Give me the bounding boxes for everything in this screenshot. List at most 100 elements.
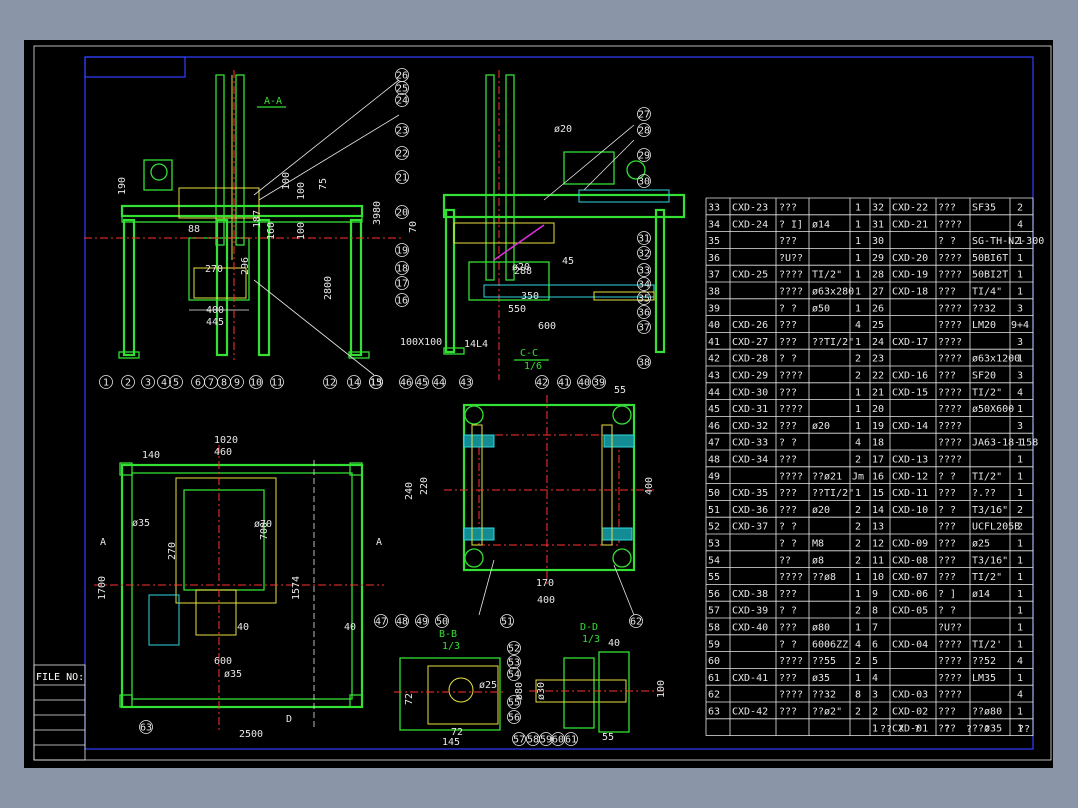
balloon-label-aa-14: 13 (370, 378, 382, 389)
dim-plan-8: 1700 (97, 576, 108, 600)
bom-right-7-0: 25 (872, 320, 884, 331)
view-side (442, 70, 686, 380)
bom-right-8-0: 24 (872, 337, 884, 348)
bom-right-21-4: 1 (1017, 555, 1023, 566)
bom-footer-5: ? (984, 724, 990, 735)
view-dd-label: D-D (580, 622, 598, 633)
file-no-label: FILE NO: (36, 672, 84, 683)
dim-bb-2: 72 (451, 727, 463, 738)
balloon-label-side-14: 44 (433, 378, 445, 389)
balloon-aa-5 (395, 170, 409, 184)
balloon-side-2 (637, 148, 651, 162)
bom-right-2-2: ? ? (938, 236, 956, 247)
bom-right-21-0: 11 (872, 555, 884, 566)
bom-left-19-1: CXD-37 (732, 522, 768, 533)
balloon-label-aa-3: 23 (396, 126, 408, 137)
bom-left-22-3: ??ø8 (812, 572, 836, 583)
view-aa-label: A-A (264, 96, 282, 107)
bom-right-8-1: CXD-17 (892, 337, 928, 348)
bom-right-13-2: ???? (938, 421, 962, 432)
bom-left-17-0: 50 (708, 488, 720, 499)
balloon-label-aa-9: 17 (396, 279, 408, 290)
bom-left-5-0: 38 (708, 287, 720, 298)
balloon-label-plan-15: 50 (436, 617, 448, 628)
bom-footer-0: ?? (880, 724, 892, 735)
balloon-label-aa-2: 24 (396, 96, 408, 107)
bom-right-30-0: 2 (872, 707, 878, 718)
balloon-aa-3 (395, 123, 409, 137)
bom-right-21-3: T3/16" (972, 555, 1008, 566)
bom-right-0-1: CXD-22 (892, 203, 928, 214)
bom-right-16-0: 16 (872, 471, 884, 482)
balloon-side-5 (637, 246, 651, 260)
bom-right-24-1: CXD-05 (892, 606, 928, 617)
bom-right-12-2: ???? (938, 404, 962, 415)
bom-left-16-4: Jm (852, 471, 864, 482)
balloon-label-aa-10: 16 (396, 296, 408, 307)
bom-right-22-4: 1 (1017, 572, 1023, 583)
balloon-bb-3 (507, 695, 521, 709)
balloon-label-plan-14: 49 (416, 617, 428, 628)
dim-aa-3: 100 (296, 182, 307, 200)
balloon-label-side-16: 42 (536, 378, 548, 389)
balloon-side-19 (592, 375, 606, 389)
bom-right-15-4: 1 (1017, 455, 1023, 466)
balloon-label-plan-10: 11 (271, 378, 283, 389)
bom-left-3-2: ?U?? (779, 253, 803, 264)
balloon-side-9 (637, 305, 651, 319)
bom-right-3-4: 1 (1017, 253, 1023, 264)
bom-left-1-4: 1 (855, 219, 861, 230)
bom-left-30-4: 2 (855, 707, 861, 718)
balloon-label-bb-2: 54 (508, 670, 520, 681)
balloon-side-8 (637, 291, 651, 305)
dim-side-2: ø20 (512, 262, 530, 273)
balloon-label-plan-17: 62 (630, 617, 642, 628)
bom-left-12-1: CXD-31 (732, 404, 768, 415)
bom-right-31-3: ??ø35 (972, 723, 1002, 734)
bom-right-11-3: TI/2" (972, 387, 1002, 398)
balloon-aa-11 (323, 375, 337, 389)
bom-right-11-1: CXD-15 (892, 387, 928, 398)
dim-dd-0: 40 (608, 638, 620, 649)
bom-left-27-4: 2 (855, 656, 861, 667)
balloon-side-18 (577, 375, 591, 389)
bom-left-7-1: CXD-26 (732, 320, 768, 331)
bom-left-24-0: 57 (708, 606, 720, 617)
title-tab (84, 56, 186, 78)
dim-dd-4: 55 (602, 732, 614, 743)
bom-right-4-3: 50BI2T (972, 270, 1008, 281)
balloon-plan-0 (99, 375, 113, 389)
balloon-bb-1 (507, 655, 521, 669)
dim-plan-4: 270 (167, 542, 178, 560)
balloon-label-dd-3: 60 (552, 735, 564, 746)
balloon-label-plan-2: 3 (145, 378, 151, 389)
bom-right-23-0: 9 (872, 589, 878, 600)
dim-plan-0: 1020 (214, 435, 238, 446)
bom-left-9-0: 42 (708, 354, 720, 365)
balloon-aa-6 (395, 205, 409, 219)
bom-left-18-2: ??? (779, 505, 797, 516)
bom-right-6-2: ???? (938, 303, 962, 314)
balloon-label-bb-1: 53 (508, 658, 520, 669)
bom-right-18-4: 2 (1017, 505, 1023, 516)
bom-right-1-1: CXD-21 (892, 219, 928, 230)
bom-left-25-2: ??? (779, 623, 797, 634)
bom-right-5-1: CXD-18 (892, 287, 928, 298)
bom-left-29-3: ??32 (812, 690, 836, 701)
cad-drawing: FILE NO: A-A (33, 45, 1052, 761)
bom-left-2-0: 35 (708, 236, 720, 247)
balloon-plan-10 (270, 375, 284, 389)
balloon-label-aa-7: 19 (396, 246, 408, 257)
bom-right-24-0: 8 (872, 606, 878, 617)
bom-left-24-2: ? ? (779, 606, 797, 617)
bom-left-13-3: ø20 (812, 421, 830, 432)
balloon-label-aa-0: 26 (396, 71, 408, 82)
balloon-label-aa-12: 14 (348, 378, 360, 389)
dim-cc-4: 170 (536, 578, 554, 589)
dim-side-7: 600 (538, 321, 556, 332)
bom-left-30-0: 63 (708, 707, 720, 718)
bom-left-20-3: M8 (812, 539, 824, 550)
balloon-label-side-8: 35 (638, 294, 650, 305)
balloon-label-dd-4: 61 (565, 735, 577, 746)
bom-right-8-2: ???? (938, 337, 962, 348)
